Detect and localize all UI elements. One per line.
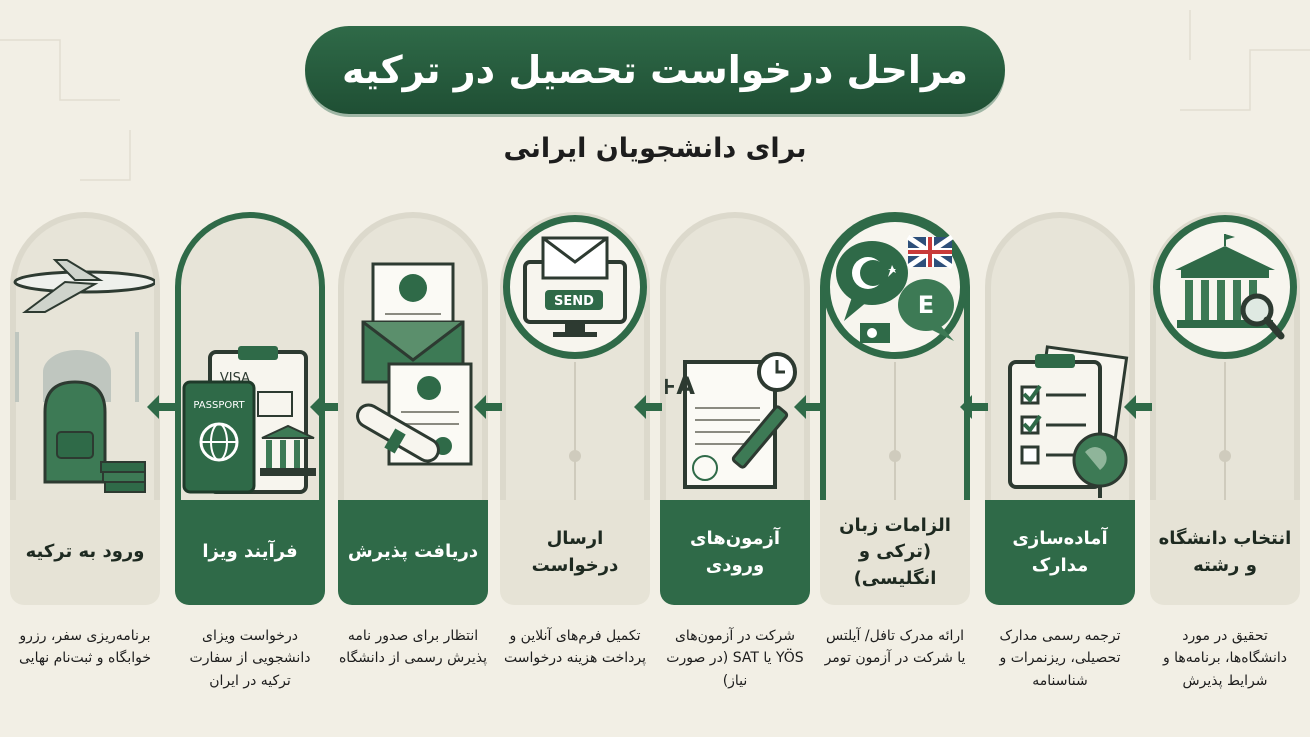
- university-search-icon: [1153, 215, 1297, 359]
- passport-visa-icon: VISA PASSPORT: [180, 342, 320, 512]
- step-label: انتخاب دانشگاه و رشته: [1150, 500, 1300, 605]
- step-description: شرکت در آزمون‌های YÖS یا SAT (در صورت نی…: [666, 628, 804, 689]
- arrow-left-icon: [474, 395, 502, 419]
- send-button-text: SEND: [554, 294, 594, 309]
- arrow-left-icon: [634, 395, 662, 419]
- arrow-left-icon: [147, 395, 175, 419]
- step-receive-acceptance: دریافت پذیرش: [338, 212, 488, 607]
- send-email-icon: SEND: [503, 215, 647, 359]
- step-label: ورود به ترکیه: [10, 500, 160, 605]
- step-label: فرآیند ویزا: [175, 500, 325, 605]
- acceptance-letter-icon: [343, 252, 483, 512]
- grade-text: A+: [665, 372, 695, 400]
- step-description: تکمیل فرم‌های آنلاین و پرداخت هزینه درخو…: [503, 628, 647, 667]
- step-description: برنامه‌ریزی سفر، رزرو خوابگاه و ثبت‌نام …: [19, 628, 151, 667]
- arrow-left-icon: [794, 395, 822, 419]
- english-letter: E: [918, 291, 934, 319]
- arrow-left-icon: [960, 395, 988, 419]
- documents-checklist-icon: [990, 342, 1130, 512]
- step-label: الزامات زبان (ترکی و انگلیسی): [820, 500, 970, 605]
- step-arrival-in-turkey: ورود به ترکیه: [10, 212, 160, 607]
- passport-text: PASSPORT: [193, 400, 245, 411]
- step-send-application: SEND ارسال درخواست: [500, 212, 650, 607]
- step-description: تحقیق در مورد دانشگاه‌ها، برنامه‌ها و شر…: [1162, 628, 1288, 689]
- step-document-preparation: آماده‌سازی مدارک: [985, 212, 1135, 607]
- step-label: آماده‌سازی مدارک: [985, 500, 1135, 605]
- step-description: انتظار برای صدور نامه پذیرش رسمی از دانش…: [338, 628, 488, 667]
- step-label: دریافت پذیرش: [338, 500, 488, 605]
- airplane-travel-icon: [13, 252, 157, 512]
- step-entrance-exams: A+ آزمون‌های ورودی: [656, 212, 810, 607]
- step-university-selection: انتخاب دانشگاه و رشته: [1150, 212, 1300, 607]
- page-subtitle: برای دانشجویان ایرانی: [503, 133, 807, 164]
- step-description: ارائه مدرک تافل/ آیلتس یا شرکت در آزمون …: [824, 628, 966, 667]
- arrow-left-icon: [310, 395, 338, 419]
- page-title: مراحل درخواست تحصیل در ترکیه: [305, 26, 1005, 114]
- step-visa-process: VISA PASSPORT فرآیند ویزا: [175, 212, 325, 607]
- language-bubbles-icon: E: [823, 215, 967, 359]
- arrow-left-icon: [1124, 395, 1152, 419]
- step-description: ترجمه رسمی مدارک تحصیلی، ریزنمرات و شناس…: [999, 628, 1121, 689]
- step-description: درخواست ویزای دانشجویی از سفارت ترکیه در…: [189, 628, 311, 689]
- exam-paper-icon: A+: [656, 342, 805, 512]
- step-language-requirements: E الزامات زبان (ترکی و انگلیسی): [820, 212, 970, 607]
- step-label: آزمون‌های ورودی: [660, 500, 810, 605]
- step-label: ارسال درخواست: [500, 500, 650, 605]
